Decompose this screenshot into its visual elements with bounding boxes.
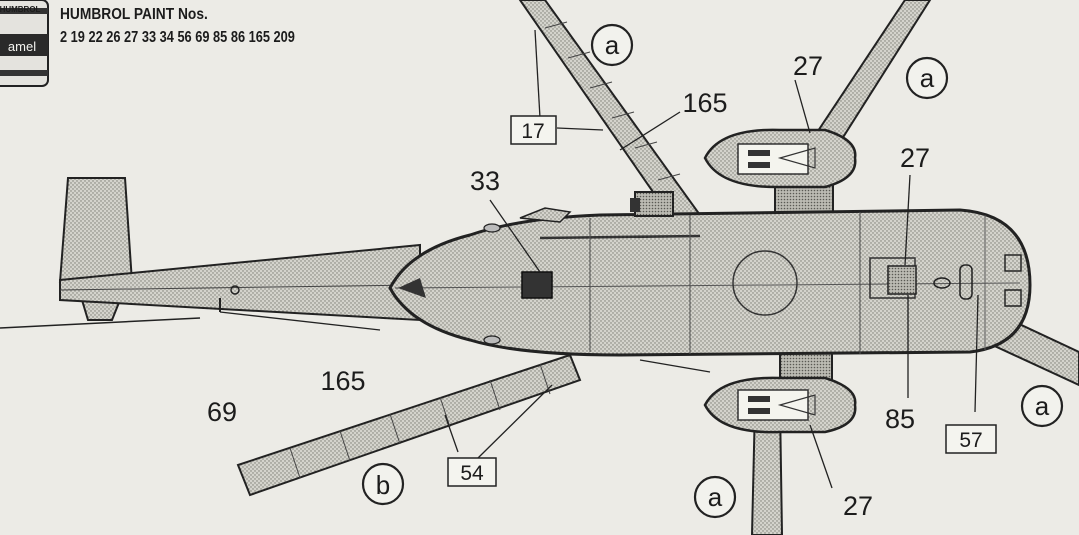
paint-numbers: 2 19 22 26 27 33 34 56 69 85 86 165 209 [60,29,295,46]
fuselage-top-unit [630,191,674,217]
tail-boom-light [230,285,240,295]
fuselage-stripe [539,234,701,240]
boxed-callout-17: 17 [510,115,557,145]
fuselage-vent [959,264,973,300]
tin-enamel-text: amel [8,39,36,54]
hatch-panel [521,271,553,299]
tin-brand-text: HUMBROL [0,5,41,14]
nose-panel-bottom [1004,289,1022,307]
nose-panel-top [1004,254,1022,272]
paint-tin-icon [0,0,49,87]
rotor-blade-upper-left-segments [544,21,681,181]
callout-165-left: 165 [320,366,365,396]
fuselage-light [933,277,951,289]
circled-label-a-top: a [590,23,634,67]
circled-label-a-top-right: a [905,56,949,100]
fuselage-step-top [483,223,501,233]
callout-165-top: 165 [682,88,727,118]
callout-27-bottom: 27 [843,491,873,521]
rotor-hub-circle [732,250,798,316]
boxed-callout-57-text: 57 [959,429,982,452]
boxed-callout-17-text: 17 [521,120,544,143]
tail-boom-centerline [59,284,421,291]
callout-33: 33 [470,166,500,196]
circled-label-a-bottom: a [693,475,737,519]
circled-label-a-right-text: a [1035,391,1050,421]
boxed-callout-57: 57 [945,424,997,454]
rear-hatch-panel [887,265,917,295]
boxed-callout-54-text: 54 [460,462,484,485]
paint-header: HUMBROL PAINT Nos. 2 19 22 26 27 33 34 5… [60,6,354,47]
fuselage-intake [519,207,572,223]
leader-lines [219,29,979,489]
callout-27-right: 27 [900,143,930,173]
circled-label-a-right: a [1020,384,1064,428]
callout-27-top: 27 [793,51,823,81]
fuselage [388,208,1032,357]
circled-label-a-bottom-text: a [708,482,723,512]
boxed-callout-54: 54 [447,457,497,487]
circled-label-b-left: b [361,462,405,506]
circled-label-b-left-text: b [376,470,390,500]
circled-label-a-top-text: a [605,30,620,60]
paint-title: HUMBROL PAINT Nos. [60,6,208,23]
rotor-blade-lower-left [236,353,582,497]
upper-engine-pod [703,128,857,221]
callout-85: 85 [885,404,915,434]
lower-engine-pod [703,349,857,434]
fuselage-step-bottom [483,335,501,345]
callout-69: 69 [207,397,237,427]
circled-label-a-top-right-text: a [920,63,935,93]
nose-tip [398,278,426,298]
